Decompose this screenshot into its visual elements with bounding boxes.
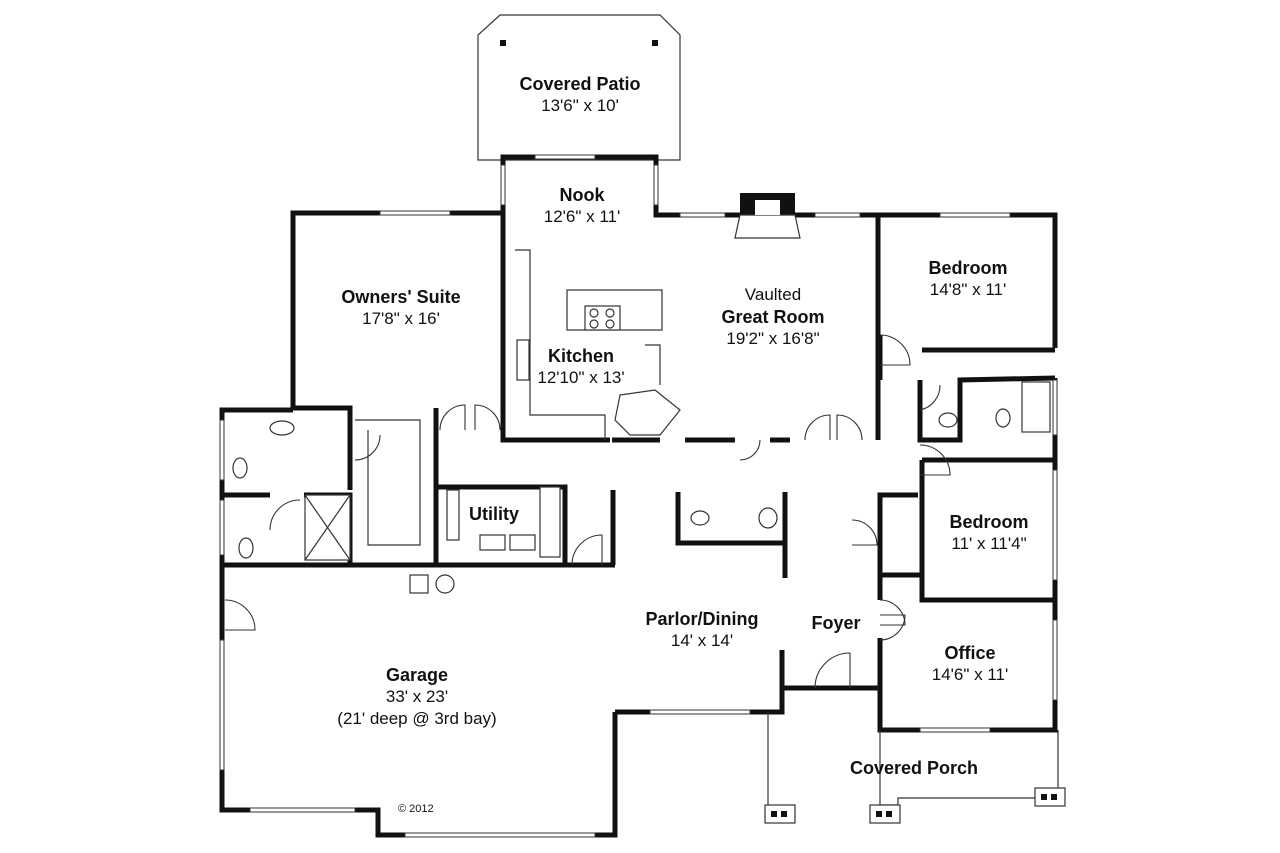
garage-note: (21' deep @ 3rd bay) [337,709,497,728]
kitchen-name: Kitchen [547,346,615,366]
utility-name: Utility [468,504,520,524]
owners-suite-name: Owners' Suite [341,287,461,307]
great-room-dim: 19'2" x 16'8" [726,329,820,348]
fireplace [734,193,801,239]
utility-fixtures [446,486,561,558]
great-room-name: Great Room [721,307,825,327]
covered-patio-outline [477,14,681,161]
foyer-label: Foyer [811,612,860,634]
office-name: Office [944,643,996,663]
garage-name: Garage [385,665,449,685]
covered-porch-outline [764,712,1066,824]
nook-name: Nook [559,185,605,205]
garage-fixtures [409,574,455,594]
parlor-dining-label: Parlor/Dining 14' x 14' [645,608,758,652]
nook-dim: 12'6" x 11' [543,207,621,226]
parlor-dining-dim: 14' x 14' [670,631,734,650]
nook-label: Nook 12'6" x 11' [544,184,620,228]
bedroom-2-label: Bedroom 11' x 11'4" [949,511,1028,555]
great-room-prefix: Vaulted [744,285,802,304]
bedroom-2-name: Bedroom [949,512,1029,532]
bedroom-2-dim: 11' x 11'4" [951,534,1027,553]
owners-suite-label: Owners' Suite 17'8" x 16' [341,286,460,330]
covered-patio-name: Covered Patio [519,74,641,94]
kitchen-label: Kitchen 12'10" x 13' [537,345,624,389]
bath-fixtures [232,381,1051,561]
doors [224,334,951,689]
bedroom-1-name: Bedroom [928,258,1008,278]
covered-patio-label: Covered Patio 13'6" x 10' [519,73,640,117]
office-dim: 14'6" x 11' [931,665,1009,684]
windows [219,154,1058,838]
copyright-text: © 2012 [398,803,434,815]
office-label: Office 14'6" x 11' [932,642,1008,686]
bedroom-1-label: Bedroom 14'8" x 11' [928,257,1007,301]
owners-suite-dim: 17'8" x 16' [362,309,440,328]
garage-dim: 33' x 23' [385,687,449,706]
covered-patio-dim: 13'6" x 10' [541,96,619,115]
covered-porch-name: Covered Porch [849,758,979,778]
kitchen-fixtures [515,249,681,440]
kitchen-dim: 12'10" x 13' [537,368,625,387]
utility-label: Utility [469,503,519,525]
covered-porch-label: Covered Porch [850,757,978,779]
bedroom-1-dim: 14'8" x 11' [929,280,1007,299]
parlor-dining-name: Parlor/Dining [645,609,759,629]
garage-label: Garage 33' x 23' (21' deep @ 3rd bay) [337,664,496,730]
foyer-name: Foyer [811,613,861,633]
great-room-label: Vaulted Great Room 19'2" x 16'8" [721,284,824,350]
